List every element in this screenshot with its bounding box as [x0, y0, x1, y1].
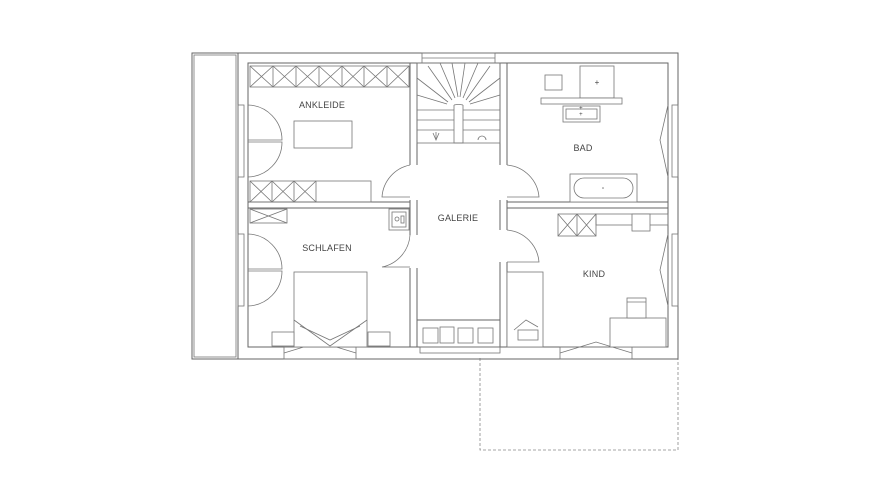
schlafen-furniture [271, 208, 410, 348]
staircase [416, 62, 501, 144]
svg-text:+: + [579, 106, 583, 112]
svg-text:+: + [579, 112, 583, 118]
balcony [191, 52, 239, 360]
kind-furniture [506, 213, 669, 348]
bad-fixtures: + + + [540, 65, 638, 203]
svg-text:+: + [595, 78, 600, 87]
galerie-seats [422, 326, 494, 344]
ankleide-wardrobe [249, 65, 410, 224]
room-label-kind: KIND [583, 269, 606, 279]
doors [381, 164, 540, 268]
terrace-outline [479, 358, 679, 451]
room-label-galerie: GALERIE [438, 213, 478, 223]
room-label-ankleide: ANKLEIDE [299, 100, 345, 110]
room-label-schlafen: SCHLAFEN [302, 243, 352, 253]
room-label-bad: BAD [573, 143, 592, 153]
